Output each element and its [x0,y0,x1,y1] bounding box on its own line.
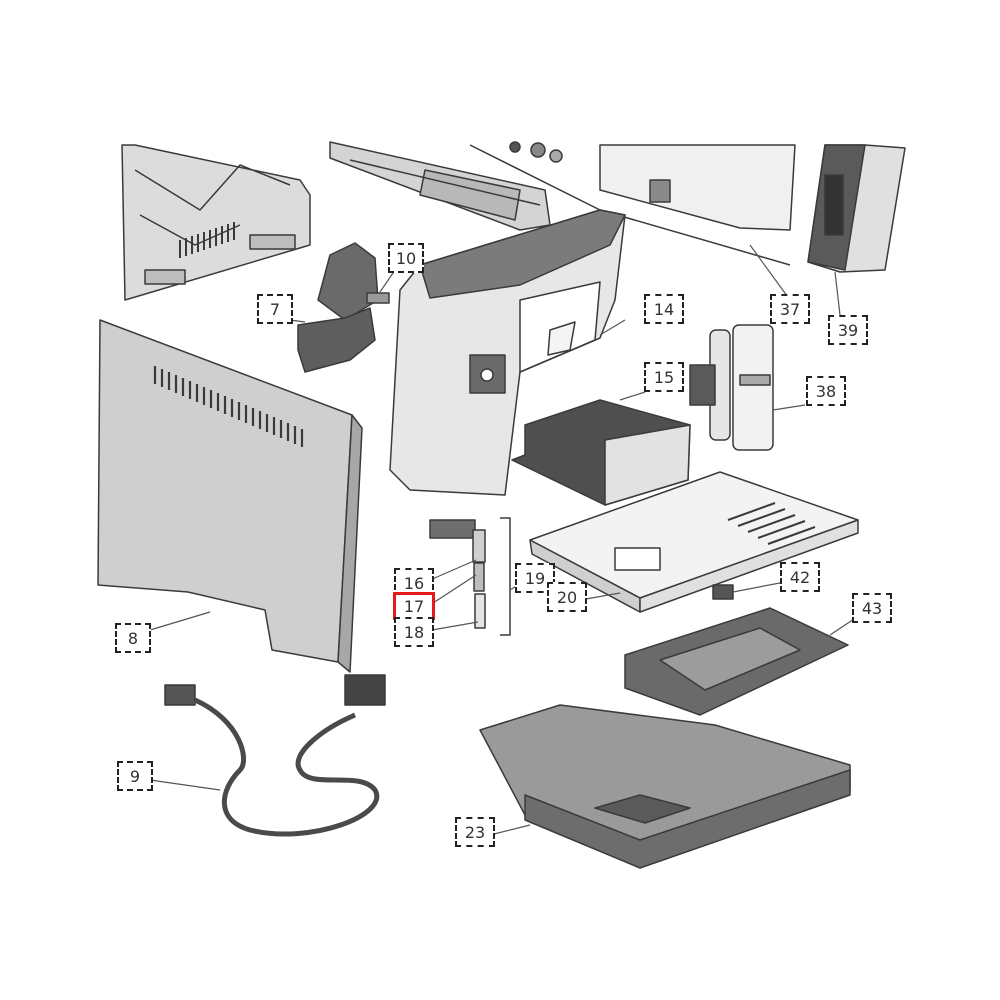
callout-label: 18 [403,622,425,642]
callout-39: 39 [828,315,868,345]
callout-label: 43 [861,598,883,618]
callout-label: 17 [403,596,425,616]
bracket-part-10 [317,242,390,321]
callout-label: 8 [127,628,139,648]
callout-37: 37 [770,294,810,324]
callout-9: 9 [117,761,153,791]
side-panel-part-8 [97,319,363,673]
callout-label: 9 [129,766,141,786]
valve-part-38 [689,324,774,451]
drawer-part-15 [511,399,691,506]
callout-label: 23 [464,822,486,842]
callout-43: 43 [852,593,892,623]
tray-frame-part-43 [624,607,849,716]
callout-15: 15 [644,362,684,392]
callout-label: 38 [815,381,837,401]
front-housing-part-14 [389,209,626,496]
callout-label: 20 [556,587,578,607]
callout-14: 14 [644,294,684,324]
callout-42: 42 [780,562,820,592]
drip-tray-part-23 [479,704,851,869]
callout-label: 10 [395,248,417,268]
callout-label: 19 [524,568,546,588]
lever-part-7 [297,307,376,373]
pin-assembly-part-19 [429,517,511,636]
callout-17: 17 [393,592,435,620]
callout-label: 7 [269,299,281,319]
leader-lines [149,244,861,836]
callout-38: 38 [806,376,846,406]
internal-frame-part [469,141,796,266]
back-frame-part [121,144,311,301]
callout-20: 20 [547,582,587,612]
callout-23: 23 [455,817,495,847]
callout-18: 18 [394,617,434,647]
power-cord-part-9 [164,674,386,837]
callout-label: 39 [837,320,859,340]
callout-label: 37 [779,299,801,319]
callout-label: 16 [403,573,425,593]
callout-label: 14 [653,299,675,319]
clip-part-42 [712,584,734,600]
top-rail-part [329,141,551,231]
callout-10: 10 [388,243,424,273]
callout-7: 7 [257,294,293,324]
side-cover-part [807,144,906,273]
callout-19: 19 [515,563,555,593]
callout-label: 42 [789,567,811,587]
callout-label: 15 [653,367,675,387]
callout-8: 8 [115,623,151,653]
